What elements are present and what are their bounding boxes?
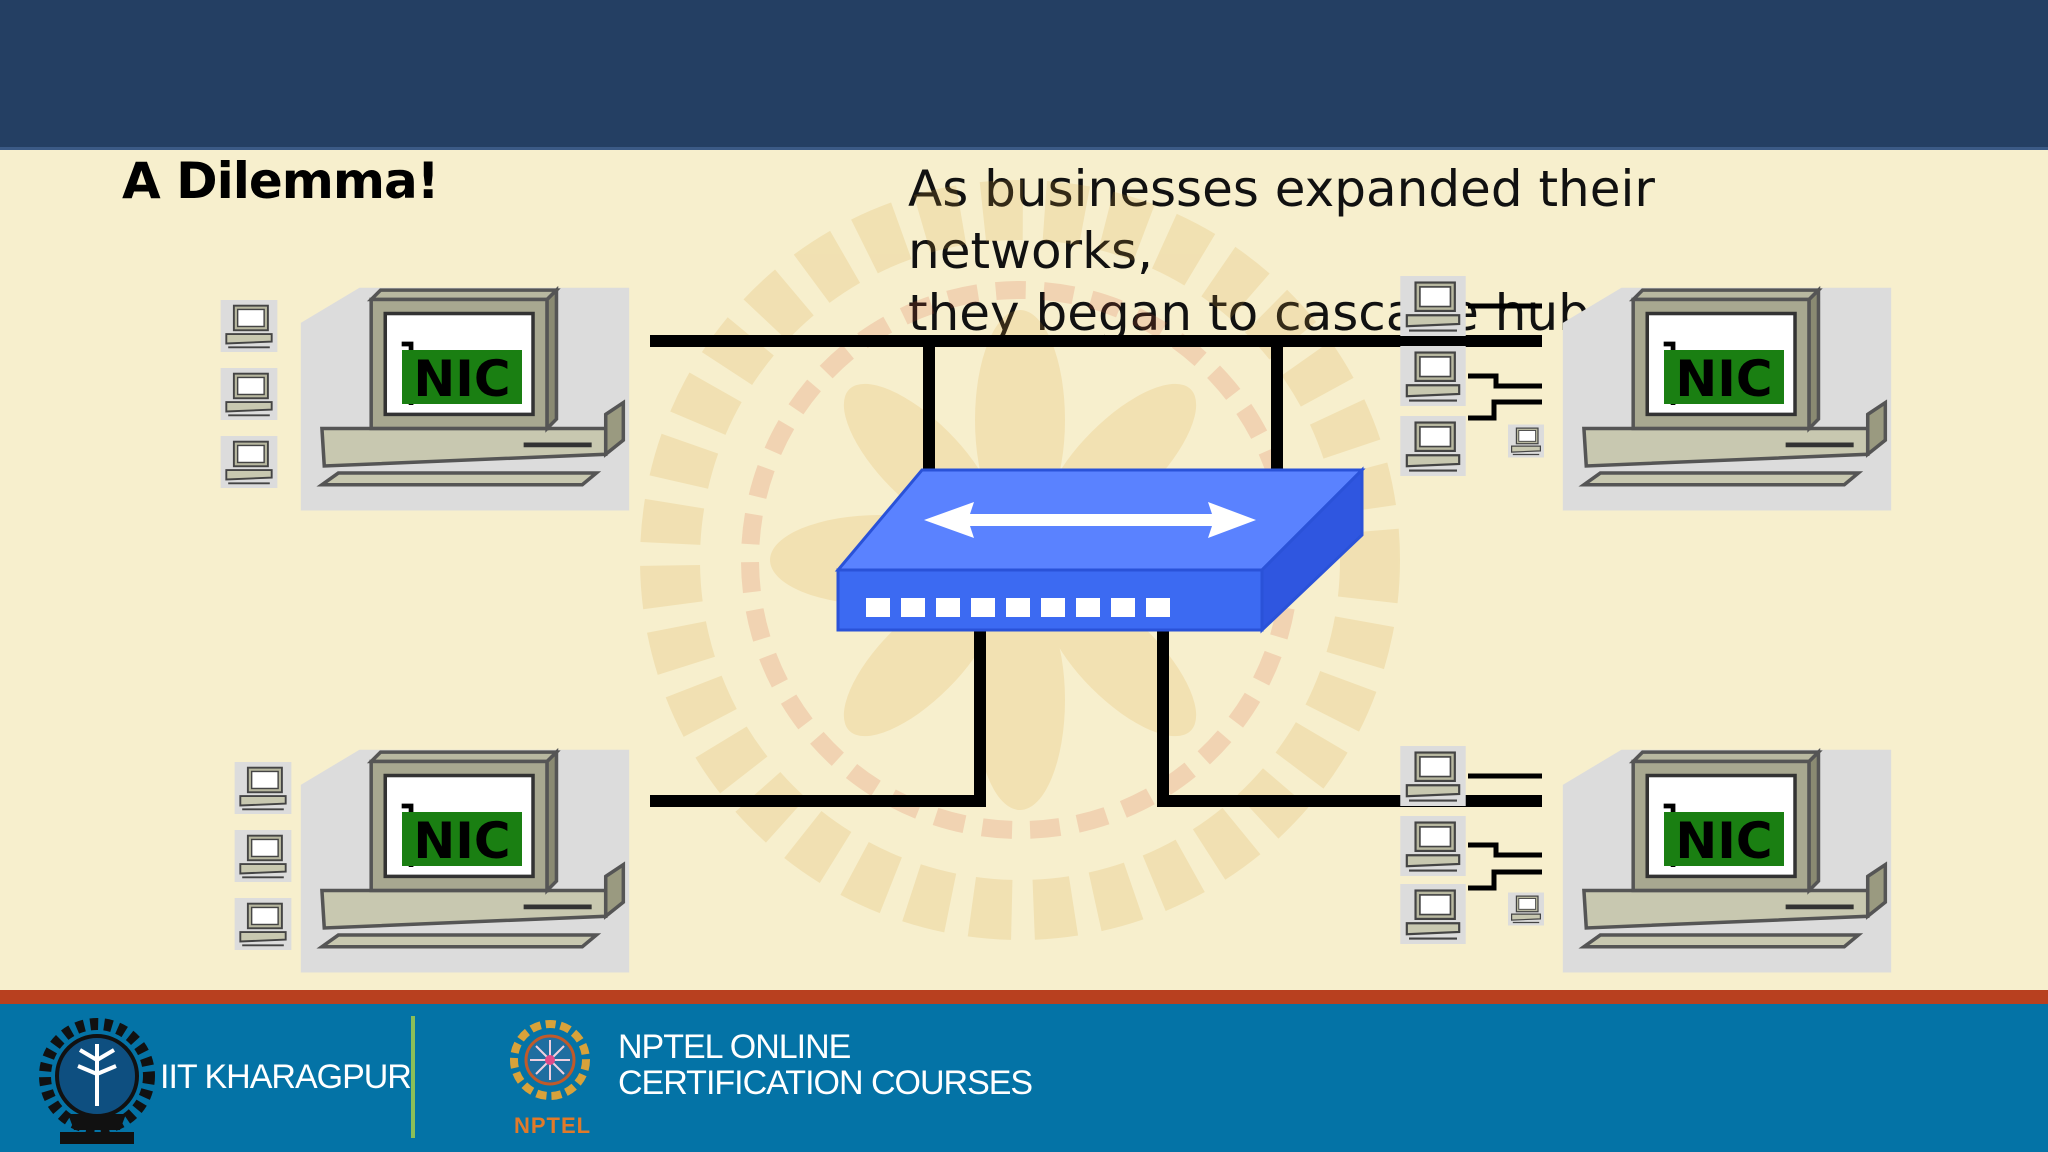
computer-top-left: NIC xyxy=(301,288,629,511)
workstations-top-right xyxy=(1399,276,1544,476)
footer-divider xyxy=(411,1016,415,1138)
computer-bottom-right: NIC xyxy=(1563,750,1891,973)
nptel-logo xyxy=(510,1020,590,1100)
nptel-title-line2: CERTIFICATION COURSES xyxy=(618,1064,1033,1102)
iit-logo xyxy=(39,1018,155,1144)
computer-top-right: NIC xyxy=(1563,288,1891,511)
nic-label: NIC xyxy=(413,350,510,408)
workstations-top-left xyxy=(220,300,278,488)
nic-badge xyxy=(1664,812,1784,866)
cable-bottom-left xyxy=(650,628,986,807)
nic-badge xyxy=(1664,350,1784,404)
nptel-logo-text: NPTEL xyxy=(514,1113,592,1138)
nic-badge xyxy=(402,350,522,404)
nic-label: NIC xyxy=(1675,350,1772,408)
workstations-bottom-left xyxy=(234,762,292,950)
nptel-title-line1: NPTEL ONLINE xyxy=(618,1028,851,1066)
bidirectional-arrow-icon xyxy=(924,502,1256,538)
slide-text-line2-pre: they began to xyxy=(908,284,1275,342)
nic-badge xyxy=(402,812,522,866)
slide-heading: A Dilemma! xyxy=(122,152,440,210)
computer-bottom-left: NIC xyxy=(301,750,629,973)
nic-label: NIC xyxy=(413,812,510,870)
footer-band xyxy=(0,990,2048,1152)
workstations-bottom-right xyxy=(1399,746,1544,944)
nic-label: NIC xyxy=(1675,812,1772,870)
iit-kharagpur-label: IIT KHARAGPUR xyxy=(160,1058,412,1096)
header-bar xyxy=(0,0,2048,150)
slide-text-line1: As businesses expanded their networks, xyxy=(908,160,1655,280)
hub xyxy=(834,466,1366,634)
hub-ports xyxy=(866,598,1170,617)
